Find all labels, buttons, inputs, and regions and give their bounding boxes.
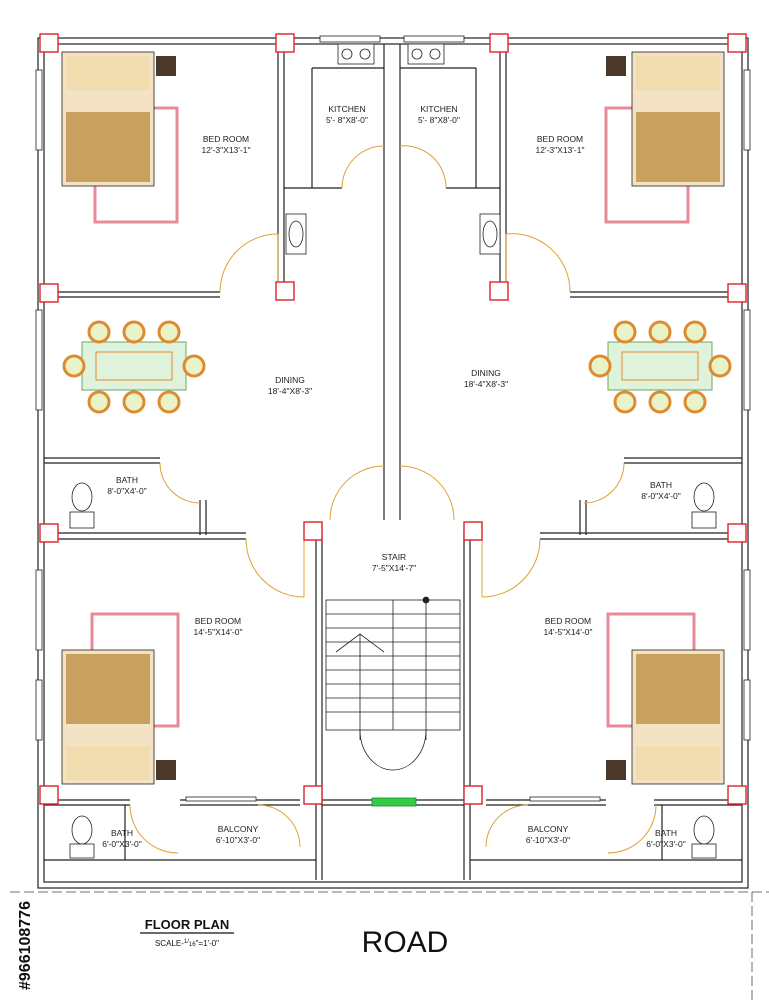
bed-top-left (61, 51, 179, 224)
balcony-left-size: 6'-10"X3'-0" (216, 835, 260, 845)
stair-size: 7'-5"X14'-7" (372, 563, 416, 573)
dining-left-size: 18'-4"X8'-3" (268, 386, 312, 396)
bath-br-name: BATH (655, 828, 677, 838)
bath-bl-size: 6'-0"X3'-0" (102, 839, 142, 849)
dining-right-size: 18'-4"X8'-3" (464, 379, 508, 389)
bed-br-name: BED ROOM (545, 616, 591, 626)
bath-br-size: 6'-0"X3'-0" (646, 839, 686, 849)
columns (39, 33, 747, 805)
dining-left-name: DINING (275, 375, 305, 385)
floor-plan-title: FLOOR PLAN (145, 917, 230, 932)
bed-top-right (604, 51, 725, 224)
road-label: ROAD (362, 926, 449, 959)
bed-bl-name: BED ROOM (195, 616, 241, 626)
bed-tl-size: 12'-3"X13'-1" (202, 145, 251, 155)
bed-bl-size: 14'-5"X14'-0" (194, 627, 243, 637)
scale-prefix: SCALE- (155, 939, 184, 948)
interior-walls (44, 44, 742, 880)
bath-ml-size: 8'-0"X4'-0" (107, 486, 147, 496)
staircase (325, 596, 461, 771)
scale-slash: / (187, 939, 189, 945)
bed-tl-name: BED ROOM (203, 134, 249, 144)
balcony-right-size: 6'-10"X3'-0" (526, 835, 570, 845)
scale-denominator: 16 (189, 942, 196, 948)
kitchen-left-size: 5'- 8"X8'-0" (326, 115, 368, 125)
road-boundary (10, 891, 769, 1000)
bath-bl-name: BATH (111, 828, 133, 838)
scale-numerator: 1 (184, 939, 188, 945)
bed-tr-name: BED ROOM (537, 134, 583, 144)
windows (35, 35, 751, 807)
kitchen-stoves (337, 43, 445, 65)
kitchen-right-size: 5'- 8"X8'-0" (418, 115, 460, 125)
bath-ml-name: BATH (116, 475, 138, 485)
dining-table-left (62, 320, 206, 414)
bath-mr-size: 8'-0"X4'-0" (641, 491, 681, 501)
stock-watermark: #966108776 (17, 901, 34, 990)
dining-table-right (588, 320, 732, 414)
kitchen-left-name: KITCHEN (328, 104, 365, 114)
bath-mr-name: BATH (650, 480, 672, 490)
room-labels: KITCHEN 5'- 8"X8'-0" KITCHEN 5'- 8"X8'-0… (102, 104, 686, 849)
bed-br-size: 14'-5"X14'-0" (544, 627, 593, 637)
floor-plan-scale: SCALE-1/16"=1'-0" (155, 939, 219, 948)
dining-right-name: DINING (471, 368, 501, 378)
bed-bottom-left (61, 612, 180, 785)
wash-basins (285, 213, 501, 255)
bed-bottom-right (606, 612, 725, 785)
toilets (69, 482, 717, 859)
scale-suffix: "=1'-0" (196, 939, 220, 948)
bed-tr-size: 12'-3"X13'-1" (536, 145, 585, 155)
balcony-left-name: BALCONY (218, 824, 259, 834)
kitchen-right-name: KITCHEN (420, 104, 457, 114)
door-swings (129, 145, 657, 854)
stair-name: STAIR (382, 552, 406, 562)
balcony-right-name: BALCONY (528, 824, 569, 834)
